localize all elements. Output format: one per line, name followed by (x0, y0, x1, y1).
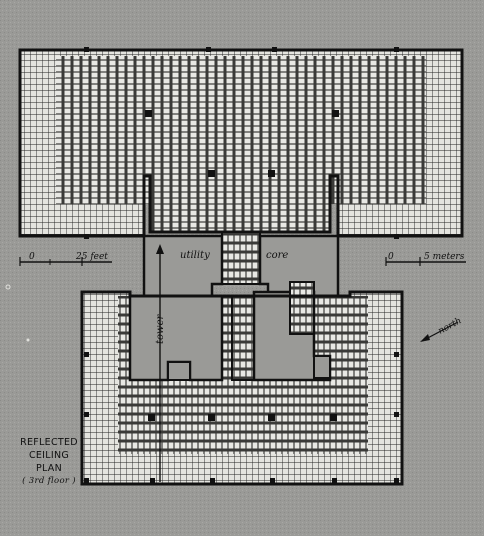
stair-strips (221, 231, 261, 285)
scale-bar-meters: 0 5 meters (385, 252, 466, 266)
lower-block (80, 244, 404, 486)
label-utility: utility (180, 250, 210, 261)
small-room-b (313, 355, 331, 379)
core-outline (142, 234, 224, 298)
margin-mark (5, 284, 11, 290)
title-line-2: CEILING (28, 450, 70, 461)
upper-block-core-strips (150, 176, 330, 232)
upper-columns (84, 47, 399, 239)
lower-columns (84, 352, 399, 483)
plan-title: REFLECTED CEILING PLAN ( 3rd floor ) (14, 436, 84, 488)
title-line-1: REFLECTED (20, 437, 78, 448)
upper-block (18, 47, 464, 239)
scale-feet-zero: 0 (29, 252, 35, 262)
title-line-4: ( 3rd floor ) (22, 476, 76, 486)
scale-meters-value: 5 meters (424, 252, 465, 262)
service-room (289, 281, 315, 335)
stair-shaft (231, 295, 255, 381)
small-room-a (167, 361, 191, 381)
label-core: core (266, 250, 288, 261)
scale-bar-feet: 0 25 feet (19, 252, 112, 266)
label-tower: tower (155, 313, 166, 344)
title-line-3: PLAN (35, 463, 63, 474)
scale-feet-value: 25 feet (75, 252, 108, 262)
scale-meters-zero: 0 (388, 252, 394, 262)
